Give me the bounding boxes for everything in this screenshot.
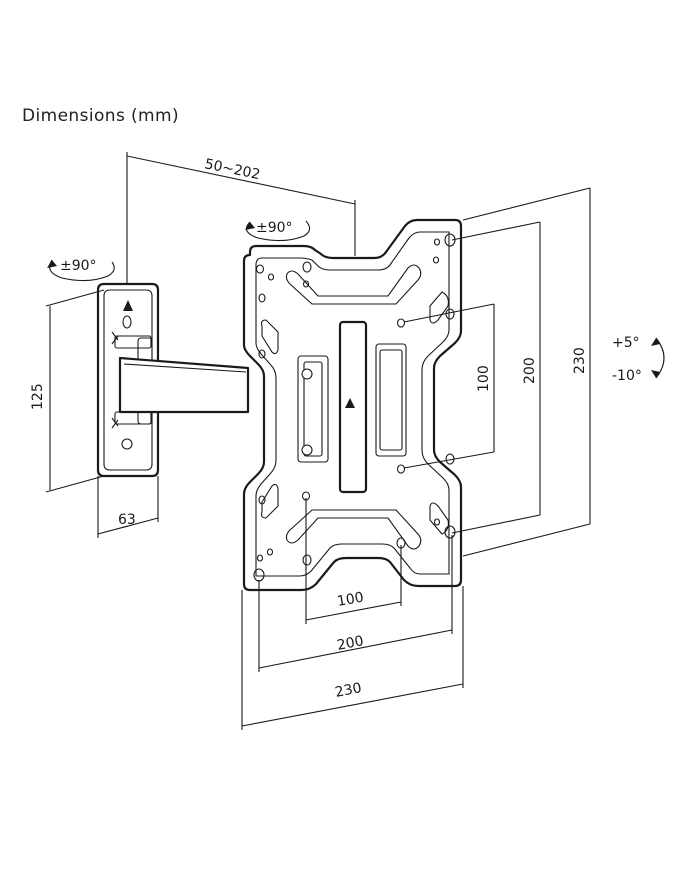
dimension-lines [45,152,591,730]
label-hole-height-100: 100 [476,365,492,392]
label-hole-width-200: 200 [336,633,365,654]
triangle-logo-icon [123,300,133,311]
label-wall-plate-width: 63 [118,512,136,528]
label-tilt-up: +5° [612,335,640,351]
page-title: Dimensions (mm) [22,106,180,126]
rotation-arrow-icon [245,220,311,242]
label-wall-swivel: ±90° [60,258,97,274]
label-arm-extension: 50~202 [203,156,261,183]
label-wall-plate-height: 125 [30,383,46,410]
rotation-arrow-icon [47,259,115,282]
tilt-arrow-icon [651,337,665,379]
dimension-labels: 50~202 ±90° ±90° 125 63 100 200 230 +5° … [30,156,642,701]
label-plate-swivel: ±90° [256,220,293,236]
swing-arm [118,356,250,414]
label-hole-width-100: 100 [336,590,365,610]
label-plate-height: 230 [572,347,588,374]
label-plate-width: 230 [334,680,363,701]
tv-plate [242,218,463,592]
triangle-logo-icon [345,398,355,408]
label-tilt-down: -10° [612,368,642,384]
label-hole-height-200: 200 [522,357,538,384]
